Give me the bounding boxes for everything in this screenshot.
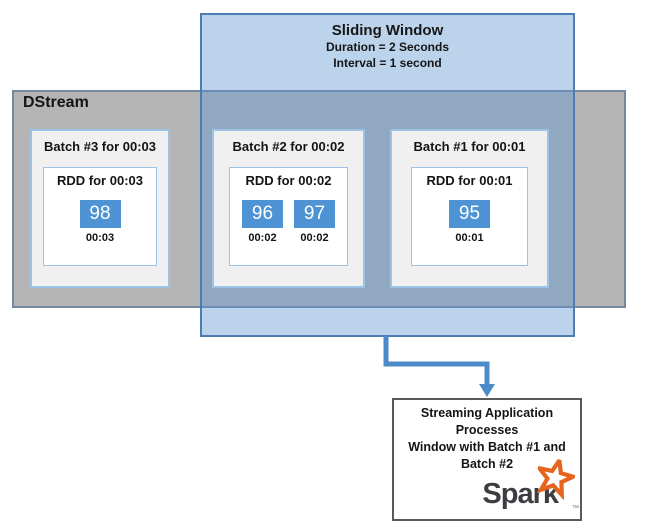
processor-text-line: Window with Batch #1 and [408,440,566,454]
rdd-value-time: 00:02 [300,232,329,244]
batch-1-box: Batch #1 for 00:01 RDD for 00:01 95 00:0… [390,129,549,288]
rdd-box-00-02: RDD for 00:02 96 00:02 97 00:02 [229,167,348,266]
rdd-value-time: 00:03 [85,232,115,244]
rdd-item: 98 00:03 [79,200,121,244]
spark-star-icon [534,454,579,501]
rdd-item: 97 00:02 [294,200,335,244]
sliding-window-interval: Interval = 1 second [333,56,442,70]
trademark-symbol: ™ [572,505,579,512]
rdd-value-time: 00:01 [455,232,484,244]
rdd-title: RDD for 00:01 [426,173,513,188]
batch-2-box: Batch #2 for 00:02 RDD for 00:02 96 00:0… [212,129,365,288]
processor-box: Streaming Application Processes Window w… [392,398,582,521]
batch-3-box: Batch #3 for 00:03 RDD for 00:03 98 00:0… [30,129,170,288]
rdd-value-square: 98 [79,200,121,228]
processor-text-line: Streaming Application [420,406,554,420]
rdd-box-00-01: RDD for 00:01 95 00:01 [411,167,528,266]
rdd-item: 95 00:01 [449,200,490,244]
rdd-title: RDD for 00:03 [57,173,143,188]
sliding-window-title: Sliding Window [331,22,444,39]
rdd-item: 96 00:02 [242,200,283,244]
rdd-title: RDD for 00:02 [245,173,332,188]
dstream-label: DStream [23,94,89,111]
batch-1-title: Batch #1 for 00:01 [413,139,526,154]
rdd-value-square: 96 [242,200,283,228]
processor-text-line: Batch #2 [460,457,514,471]
rdd-value-square: 95 [449,200,490,228]
batch-2-title: Batch #2 for 00:02 [232,139,345,154]
rdd-value-time: 00:02 [248,232,277,244]
batch-3-title: Batch #3 for 00:03 [44,139,156,154]
processor-text-line: Processes [455,423,519,437]
rdd-value-square: 97 [294,200,335,228]
rdd-box-00-03: RDD for 00:03 98 00:03 [43,167,157,266]
sliding-window-duration: Duration = 2 Seconds [325,40,450,54]
spark-logo: Spark ™ [482,454,579,512]
